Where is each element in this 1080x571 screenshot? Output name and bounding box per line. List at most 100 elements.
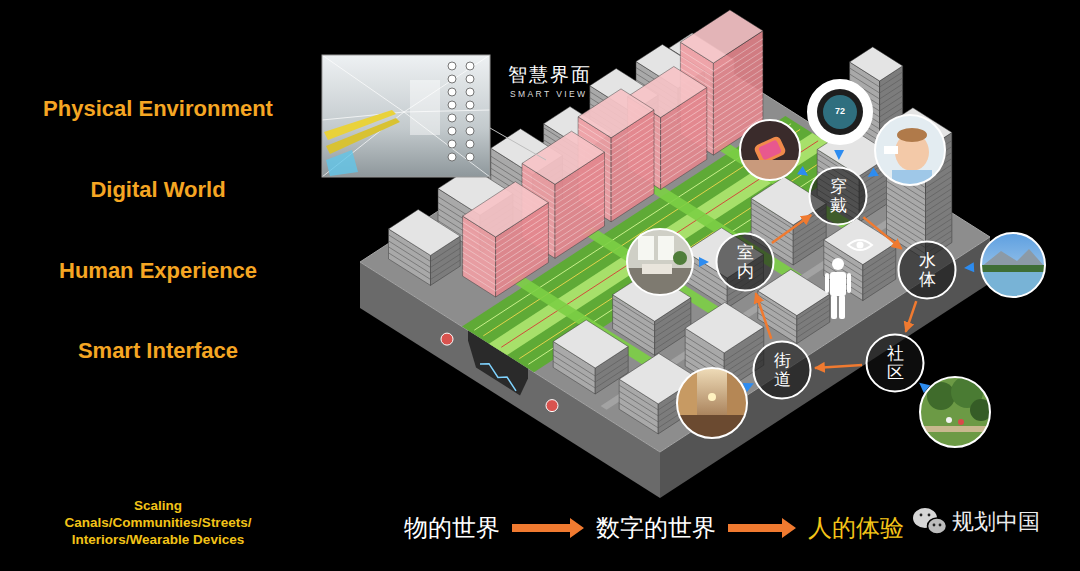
scale-circle: 室内: [715, 232, 775, 292]
ui-icon: [466, 140, 474, 148]
building-roof: [680, 10, 763, 63]
photo-content: [981, 233, 1045, 304]
building: [389, 210, 461, 286]
ui-icon: [448, 140, 456, 148]
outer-ring: [808, 80, 872, 144]
canal-stripe: [519, 152, 836, 358]
ui-icon: [466, 114, 474, 122]
ui-icon: [448, 101, 456, 109]
photo-content: [920, 376, 992, 447]
flow-arrow: [906, 301, 917, 332]
bubble-small: [928, 518, 947, 534]
floor-line: [553, 355, 628, 382]
flow-arrow: [772, 215, 811, 243]
chain-arrow: [728, 518, 796, 538]
floor-line: [463, 233, 549, 267]
sofa: [642, 264, 672, 274]
chain-step: 物的世界: [404, 513, 500, 543]
yellow-stripe: [326, 118, 400, 154]
ui-icon: [466, 101, 474, 109]
ui-icon: [448, 127, 456, 135]
baby-photo: [875, 115, 945, 190]
ui-icon: [448, 88, 456, 96]
photo-circles: [627, 80, 1045, 450]
photo-border: [740, 120, 800, 180]
perspective-line: [322, 55, 404, 112]
leader-line: [490, 128, 546, 160]
floor-line: [463, 245, 549, 279]
floor-line: [613, 317, 691, 344]
watermark-text: 规划中国: [952, 509, 1040, 534]
flow-arrow: [815, 365, 862, 368]
photo-border: [627, 229, 693, 295]
scale-circle: 社区: [865, 333, 925, 393]
photo-border: [677, 368, 747, 438]
floor-line: [578, 116, 654, 144]
person-leg: [839, 295, 845, 319]
photo-border: [920, 377, 990, 447]
thermostat-reading: 72: [835, 106, 845, 117]
ui-icon: [448, 75, 456, 83]
inset-frame: [322, 55, 490, 177]
bubble-dot: [920, 514, 923, 517]
callout-subtitle: SMART VIEW: [510, 89, 588, 100]
circle-shape: [810, 168, 867, 225]
inset-border: [322, 55, 490, 177]
ui-icon: [448, 153, 456, 161]
block-top: [360, 47, 990, 452]
scale-circle: 穿戴: [808, 166, 868, 226]
pink-building: [463, 182, 549, 297]
floor-line: [685, 335, 764, 361]
hair: [897, 128, 927, 142]
device: [884, 146, 898, 154]
street-photo: [677, 368, 747, 450]
mountain: [981, 249, 1045, 267]
person-body: [830, 272, 846, 296]
person: [958, 419, 964, 425]
building-roof: [522, 131, 605, 184]
blue-pointers: [699, 150, 974, 393]
scaling-list-text: Canals/Communities/Streets/ Interiors/We…: [65, 515, 252, 547]
photo-border: [875, 115, 945, 185]
floor-line: [463, 257, 549, 291]
floor-line: [680, 39, 763, 71]
scale-circle: 街道: [752, 340, 812, 400]
blue-pointer: [865, 167, 879, 181]
floor-line: [463, 221, 549, 255]
bubble-dot: [939, 524, 942, 527]
layer-heading-text: Digital World: [90, 177, 225, 202]
hand: [740, 160, 800, 190]
scaling-heading: Scaling: [134, 498, 182, 515]
floor-line: [553, 361, 628, 388]
layer-heading-text: Physical Environment: [43, 96, 273, 121]
photo-content: [875, 115, 945, 190]
scale-label: 水体: [919, 251, 936, 288]
floor-line: [522, 160, 605, 192]
watch-screen: [758, 139, 782, 160]
building-roof: [553, 320, 628, 368]
floor-line: [887, 187, 952, 212]
ui-icon: [466, 88, 474, 96]
photo-content: [808, 80, 872, 144]
floor-line: [685, 347, 764, 373]
photo-content: [627, 229, 693, 301]
chain-step: 人的体验: [808, 513, 904, 543]
floor-line: [463, 209, 549, 243]
water-photo: [981, 233, 1045, 304]
blue-pointer: [834, 150, 844, 160]
plant: [673, 251, 687, 265]
floor-line: [887, 205, 952, 230]
layer-heading-text: Human Experience: [59, 258, 257, 283]
callout-subtitle-text: SMART VIEW: [510, 89, 588, 99]
path: [920, 426, 990, 432]
ui-icon: [466, 153, 474, 161]
layer-heading: Smart Interface: [78, 337, 238, 365]
photo-border: [808, 80, 872, 144]
floor-line: [389, 247, 461, 274]
pipe-symbol: [546, 400, 558, 412]
person-figure: [825, 258, 851, 319]
floor-line: [685, 341, 764, 367]
watermark: 规划中国: [952, 508, 1040, 536]
bubble-dot: [933, 524, 936, 527]
